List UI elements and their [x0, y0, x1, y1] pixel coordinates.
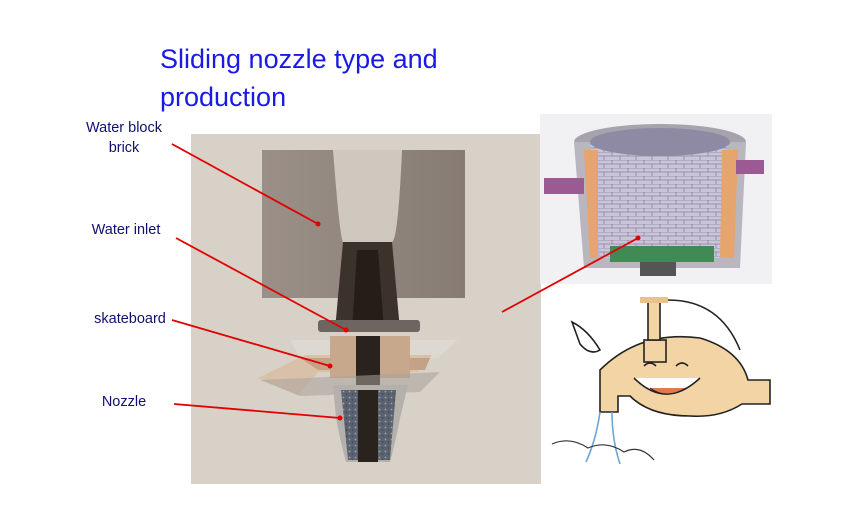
label-water-inlet: Water inlet — [91, 222, 161, 238]
ladle-cutaway-image — [540, 114, 772, 284]
label-water-block-brick: Water block brick — [85, 120, 162, 156]
label-skateboard: skateboard — [94, 311, 166, 327]
pointer-water-block — [171, 143, 319, 225]
pointer-water-inlet — [175, 237, 347, 331]
pointer-nozzle — [173, 403, 341, 419]
pointer-ladle — [501, 237, 639, 313]
pointer-lines — [171, 143, 639, 419]
pointer-skateboard — [171, 319, 331, 367]
slide-title: Sliding nozzle type and production — [160, 44, 438, 112]
nozzle-cross-section — [191, 134, 541, 484]
faucet-cartoon-image — [551, 297, 771, 465]
pointer-dots — [315, 221, 641, 421]
label-nozzle: Nozzle — [101, 394, 147, 410]
